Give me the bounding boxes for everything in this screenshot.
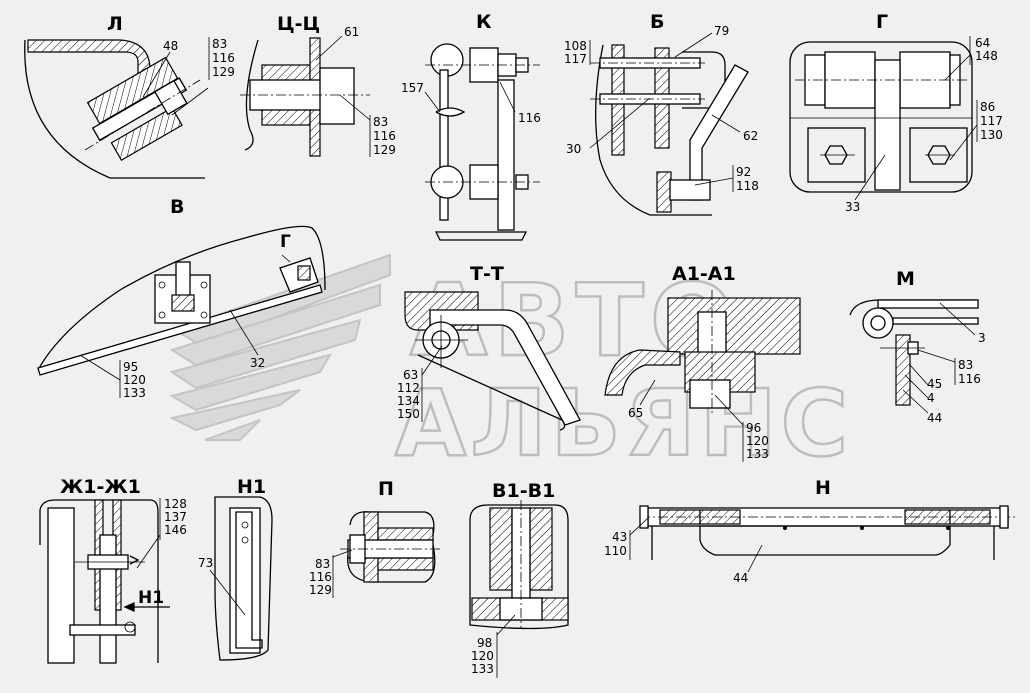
section-title: Т-Т bbox=[470, 263, 504, 285]
label: 65 bbox=[628, 406, 643, 420]
stack-item: 95 bbox=[123, 360, 138, 374]
label: 3 bbox=[978, 331, 986, 345]
label: 44 bbox=[927, 411, 942, 425]
stack-item: 117 bbox=[564, 52, 587, 66]
stack-item: 116 bbox=[212, 51, 235, 65]
stack-item: 150 bbox=[397, 407, 420, 421]
section-P: П 83 116 129 bbox=[309, 478, 440, 598]
label: 73 bbox=[198, 556, 213, 570]
stack-item: 86 bbox=[980, 100, 995, 114]
stack-item: 134 bbox=[397, 394, 420, 408]
stack-item: 43 bbox=[612, 530, 627, 544]
stack-item: 83 bbox=[212, 37, 227, 51]
section-title: М bbox=[896, 268, 915, 290]
label: 61 bbox=[344, 25, 359, 39]
section-L: Л 48 83 116 129 bbox=[24, 13, 235, 179]
section-V: В Г 32 95 120 133 bbox=[37, 196, 326, 400]
stack-item: 133 bbox=[471, 662, 494, 676]
stack-item: 110 bbox=[604, 544, 627, 558]
label: 33 bbox=[845, 200, 860, 214]
section-title: Ц-Ц bbox=[277, 13, 320, 35]
section-M: М 3 83 116 45 4 44 bbox=[849, 268, 986, 425]
stack-item: 148 bbox=[975, 49, 998, 63]
section-A1: А1-А1 65 96 120 133 bbox=[604, 263, 801, 462]
label: 44 bbox=[733, 571, 748, 585]
stack-item: 130 bbox=[980, 128, 1003, 142]
section-N1: Н1 73 bbox=[198, 476, 273, 661]
section-TT: Т-Т 63 112 134 150 bbox=[397, 263, 581, 431]
label: 79 bbox=[714, 24, 729, 38]
inner-label: Н1 bbox=[138, 588, 164, 608]
stack-item: 120 bbox=[471, 649, 494, 663]
section-title: П bbox=[378, 478, 394, 500]
stack-item: 120 bbox=[746, 434, 769, 448]
section-title: Л bbox=[107, 13, 123, 35]
stack-item: 133 bbox=[746, 447, 769, 461]
section-title: Г bbox=[876, 11, 888, 33]
section-title: Ж1-Ж1 bbox=[60, 476, 141, 498]
stack-item: 112 bbox=[397, 381, 420, 395]
section-title: К bbox=[476, 11, 492, 33]
stack-item: 108 bbox=[564, 39, 587, 53]
stack-item: 146 bbox=[164, 523, 187, 537]
stack-item: 116 bbox=[958, 372, 981, 386]
stack-item: 137 bbox=[164, 510, 187, 524]
label: 157 bbox=[401, 81, 424, 95]
section-B: Б 79 30 62 108 117 92 118 bbox=[564, 11, 759, 216]
stack-item: 96 bbox=[746, 421, 761, 435]
stack-item: 116 bbox=[373, 129, 396, 143]
stack-item: 64 bbox=[975, 36, 990, 50]
stack-item: 83 bbox=[315, 557, 330, 571]
stack-item: 129 bbox=[212, 65, 235, 79]
section-Zh1: Ж1-Ж1 128 137 146 Н1 bbox=[39, 476, 187, 664]
label: 116 bbox=[518, 111, 541, 125]
stack-item: 83 bbox=[958, 358, 973, 372]
stack-item: 129 bbox=[373, 143, 396, 157]
stack-item: 117 bbox=[980, 114, 1003, 128]
stack-item: 116 bbox=[309, 570, 332, 584]
section-K: К 157 116 bbox=[401, 11, 541, 241]
section-title: В1-В1 bbox=[492, 480, 555, 502]
section-title: Б bbox=[650, 11, 664, 33]
label: 62 bbox=[743, 129, 758, 143]
stack-item: 98 bbox=[477, 636, 492, 650]
label: 48 bbox=[163, 39, 178, 53]
section-title: В bbox=[170, 196, 184, 218]
stack-item: 133 bbox=[123, 386, 146, 400]
section-title: Н1 bbox=[237, 476, 266, 498]
section-title: А1-А1 bbox=[672, 263, 736, 285]
label: 30 bbox=[566, 142, 581, 156]
stack-item: 92 bbox=[736, 165, 751, 179]
label: 32 bbox=[250, 356, 265, 370]
section-V1: В1-В1 98 120 133 bbox=[469, 480, 569, 678]
label: 4 bbox=[927, 391, 935, 405]
stack-item: 83 bbox=[373, 115, 388, 129]
section-G: Г 33 64 148 86 117 130 bbox=[789, 11, 1003, 214]
section-N: Н 44 43 110 bbox=[604, 477, 1015, 585]
stack-item: 120 bbox=[123, 373, 146, 387]
section-TsTs: Ц-Ц 61 83 116 129 bbox=[240, 13, 396, 157]
section-title: Н bbox=[815, 477, 831, 499]
stack-item: 118 bbox=[736, 179, 759, 193]
inner-label: Г bbox=[280, 232, 291, 252]
stack-item: 63 bbox=[403, 368, 418, 382]
label: 45 bbox=[927, 377, 942, 391]
stack-item: 128 bbox=[164, 497, 187, 511]
stack-item: 129 bbox=[309, 583, 332, 597]
